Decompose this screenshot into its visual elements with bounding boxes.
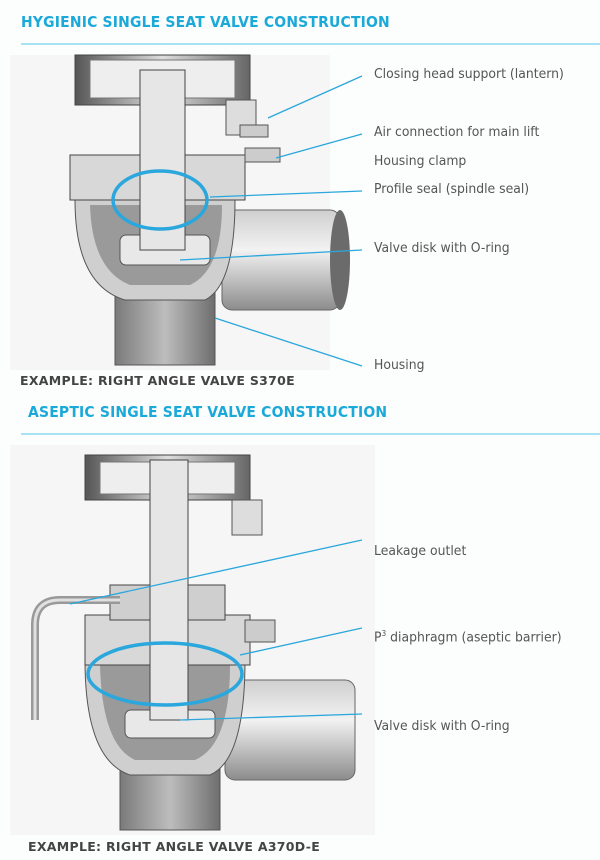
spindle-seal-highlight <box>111 169 209 231</box>
heading-rule <box>21 43 600 45</box>
heading-rule <box>21 433 600 435</box>
label-leakage-outlet: Leakage outlet <box>374 543 467 559</box>
hygienic-valve-drawing <box>10 54 350 370</box>
label-valve-disk: Valve disk with O-ring <box>374 240 510 256</box>
aseptic-caption: EXAMPLE: RIGHT ANGLE VALVE A370D-E <box>28 839 321 854</box>
label-p: P <box>374 629 382 646</box>
diaphragm-highlight <box>86 641 244 707</box>
hygienic-caption: EXAMPLE: RIGHT ANGLE VALVE S370E <box>20 373 295 388</box>
label-valve-disk-aseptic: Valve disk with O-ring <box>374 718 510 734</box>
label-diaphragm-text: diaphragm (aseptic barrier) <box>386 629 562 646</box>
label-housing: Housing <box>374 357 425 373</box>
aseptic-heading: ASEPTIC SINGLE SEAT VALVE CONSTRUCTION <box>28 403 388 421</box>
label-housing-clamp: Housing clamp <box>374 153 467 169</box>
leader-lines <box>69 75 363 721</box>
aseptic-valve-drawing <box>10 445 375 835</box>
hygienic-heading: HYGIENIC SINGLE SEAT VALVE CONSTRUCTION <box>21 13 390 31</box>
superscript-3: 3 <box>381 629 387 638</box>
label-air-connection: Air connection for main lift <box>374 124 540 140</box>
label-profile-seal: Profile seal (spindle seal) <box>374 181 530 197</box>
label-lantern: Closing head support (lantern) <box>374 66 564 82</box>
label-diaphragm: P3 diaphragm (aseptic barrier) <box>374 629 562 646</box>
